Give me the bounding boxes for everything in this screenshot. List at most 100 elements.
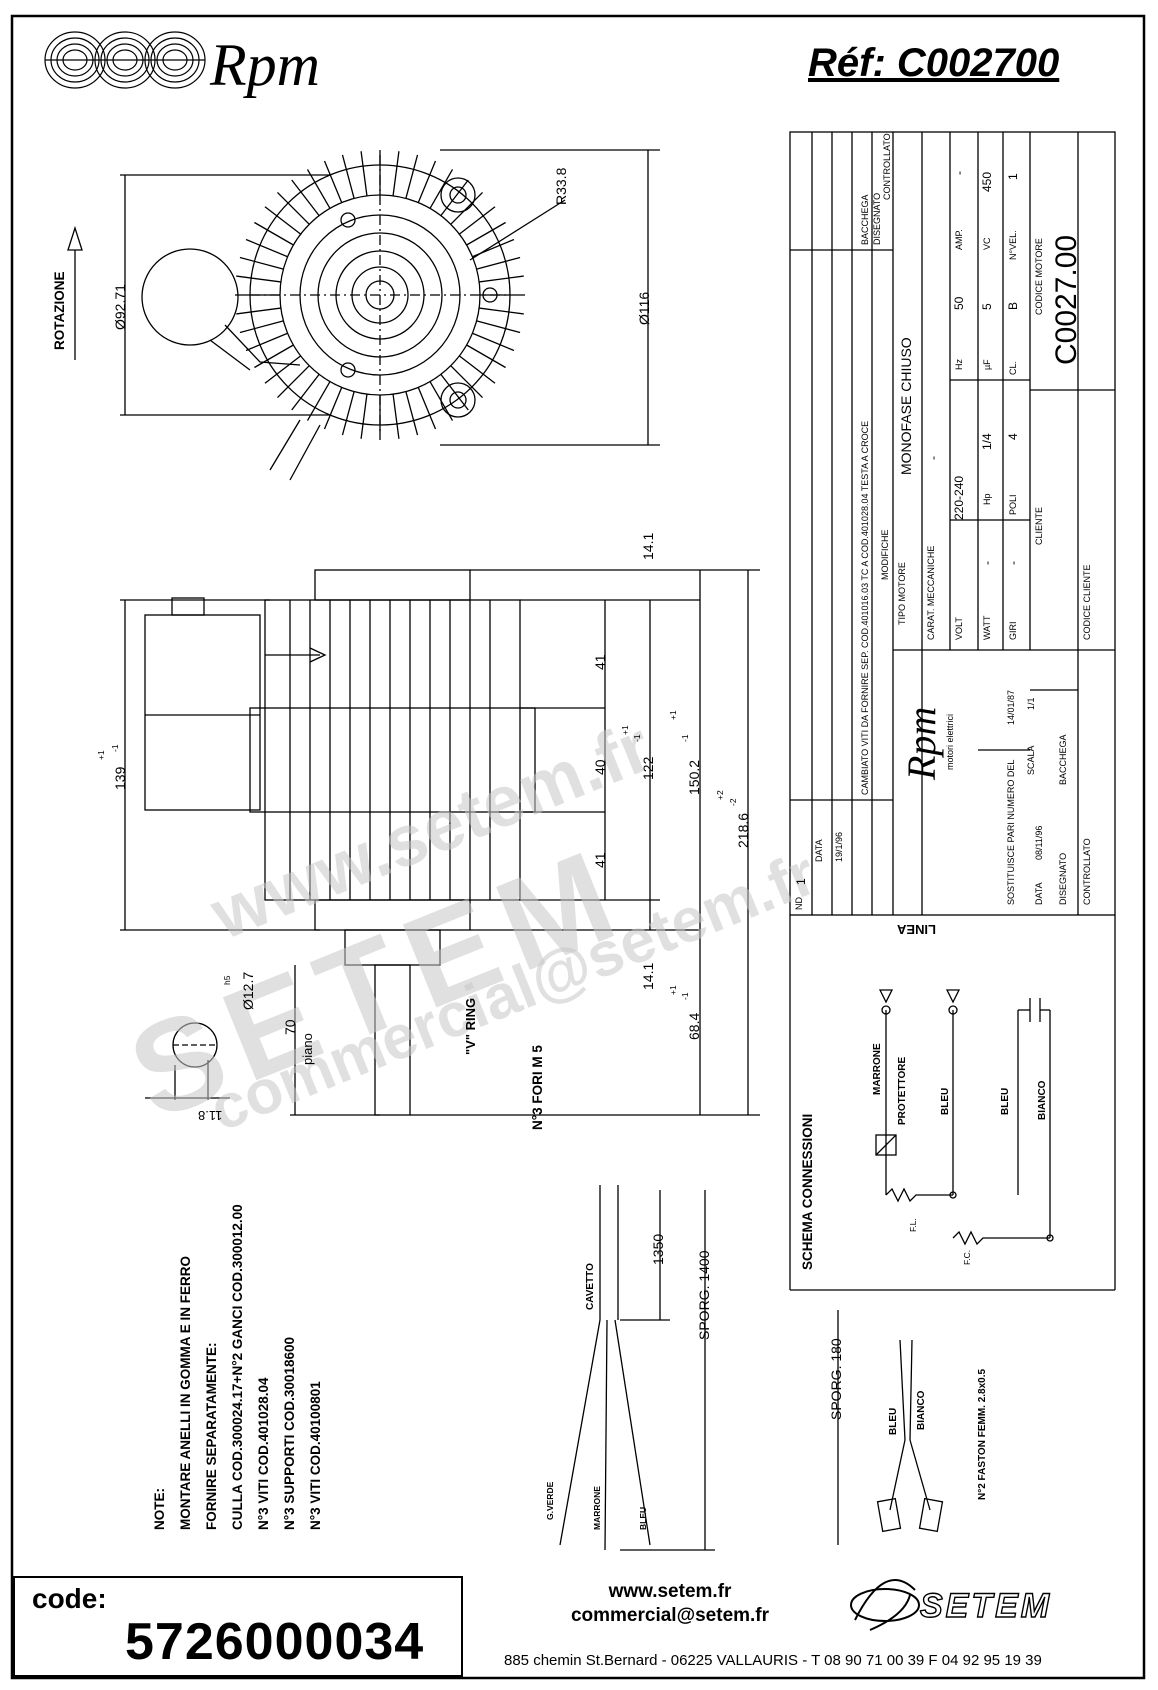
cooling-fin: [417, 387, 437, 430]
tb-poli-val: 4: [1006, 433, 1020, 440]
cooling-fin: [245, 238, 288, 258]
bleu-label-1: BLEU: [940, 1087, 951, 1115]
dim-68-tol-minus: -1: [680, 992, 690, 1000]
setem-logo: SETEM: [919, 1586, 1053, 1625]
cooling-fin: [476, 256, 521, 270]
dim-d116: Ø116: [636, 291, 652, 325]
faston-view: [837, 1310, 944, 1545]
wire-marrone: MARRONE: [592, 1486, 602, 1530]
footer-email[interactable]: commercial@setem.fr: [570, 1605, 770, 1626]
dim-d92: Ø92.71: [112, 284, 128, 330]
tb-modifiche: MODIFICHE: [880, 529, 890, 581]
note-line-2: MONTARE ANELLI IN GOMMA E IN FERRO: [178, 1256, 193, 1530]
bianco-label: BIANCO: [1037, 1080, 1048, 1120]
cooling-fin: [417, 160, 437, 203]
bleu-label-2: BLEU: [1000, 1087, 1011, 1115]
cooling-fin: [360, 151, 368, 196]
dim-11-8: 11.8: [198, 1108, 223, 1123]
cooling-fin: [458, 206, 496, 235]
footer-address: 885 chemin St.Bernard - 06225 VALLAURIS …: [504, 1652, 1042, 1669]
cooling-fin: [264, 355, 302, 384]
dim-122-tol-minus: -1: [632, 734, 642, 742]
title-block-grid: [789, 131, 1116, 1291]
cooling-fin: [236, 275, 281, 283]
fc-label: F.C.: [962, 1249, 972, 1265]
footer-website[interactable]: www.setem.fr: [608, 1581, 732, 1602]
tb-hp-val: 1/4: [980, 433, 994, 450]
note-line-1: NOTE:: [152, 1488, 167, 1530]
cooling-fin: [341, 154, 355, 199]
dim-150-tol-minus: -1: [680, 734, 690, 742]
tb-nvel-val: 1: [1006, 173, 1020, 180]
reference-number: Réf: C002700: [808, 41, 1060, 85]
tb-data-val: 08/11/96: [1034, 825, 1044, 860]
tb-hp-label: Hp: [982, 493, 992, 505]
cooling-fin: [306, 381, 331, 421]
tb-watt-label: WATT: [982, 615, 992, 641]
cooling-fin: [440, 179, 469, 217]
wire-verde: G.VERDE: [545, 1481, 555, 1520]
dim-122: 122: [640, 756, 656, 780]
dim-sporg-1400: SPORG. 1400: [696, 1250, 712, 1341]
note-line-3: FORNIRE SEPARATAMENTE:: [204, 1342, 219, 1531]
cooling-fin: [236, 307, 281, 315]
rpm-logo-coils: [44, 31, 206, 89]
cooling-fin: [239, 256, 284, 270]
cooling-fin: [254, 221, 294, 246]
cooling-fin: [277, 192, 310, 225]
cooling-fin: [323, 160, 343, 203]
cable-view: [559, 1185, 715, 1551]
tb-scala-val: 1/1: [1026, 697, 1036, 710]
setem-logo-swirl: [850, 1579, 920, 1631]
faston-bleu: BLEU: [888, 1407, 899, 1435]
cooling-fin: [479, 307, 524, 315]
cooling-fin: [245, 332, 288, 352]
dim-218-tol-plus: +2: [715, 790, 725, 800]
cooling-fin: [341, 391, 355, 436]
marrone-label: MARRONE: [872, 1043, 883, 1095]
tb-rev-num: 1: [794, 878, 808, 885]
note-line-7: N°3 VITI COD.40100801: [308, 1381, 323, 1530]
dim-139: 139: [112, 766, 128, 790]
cooling-fin: [476, 320, 521, 334]
dim-1350: 1350: [650, 1233, 666, 1265]
tb-rpm-brand: Rpm: [899, 706, 944, 780]
tb-amp-val: -: [952, 171, 966, 175]
cooling-fin: [458, 355, 496, 384]
cooling-fin: [291, 373, 320, 411]
tb-watt-val: -: [980, 561, 994, 565]
cooling-fin: [429, 169, 454, 209]
tb-hz-val: 50: [952, 296, 966, 310]
cooling-fin: [306, 169, 331, 209]
dim-122-tol-plus: +1: [620, 725, 630, 735]
tb-carat-val: -: [926, 456, 940, 460]
tb-uf-label: µF: [982, 359, 992, 370]
dim-shaft: Ø12.7: [240, 971, 256, 1010]
side-view: [120, 569, 760, 1116]
dim-40: 40: [592, 759, 608, 775]
tb-disegnato-val: BACCHEGA: [1058, 734, 1068, 785]
cooling-fin: [466, 221, 506, 246]
cavetto-label: CAVETTO: [585, 1263, 596, 1310]
tb-giri-label: GIRI: [1008, 621, 1018, 640]
linea-label: LINEA: [897, 922, 936, 937]
dim-150: 150.2: [686, 759, 702, 795]
tb-rpm-sub: motori elettrici: [945, 713, 955, 770]
tb-scala-label: SCALA: [1026, 745, 1036, 775]
rotation-label: ROTAZIONE: [52, 271, 67, 351]
fl-label: F.L.: [908, 1218, 918, 1232]
note-line-6: N°3 SUPPORTI COD.30018600: [282, 1337, 297, 1530]
schema-title: SCHEMA CONNESSIONI: [800, 1113, 815, 1270]
cooling-fin: [405, 391, 419, 436]
tb-cl-val: B: [1006, 301, 1020, 310]
code-label: code:: [32, 1583, 107, 1614]
tb-bacchega: BACCHEGA: [860, 194, 870, 245]
cooling-fin: [466, 344, 506, 369]
note-line-4: CULLA COD.300024.17+N°2 GANCI COD.300012…: [230, 1204, 245, 1530]
tb-tipo-motore-label: TIPO MOTORE: [897, 562, 907, 625]
cooling-fin: [277, 365, 310, 398]
tb-amp-label: AMP.: [954, 229, 964, 250]
tb-nd: ND: [794, 897, 804, 910]
